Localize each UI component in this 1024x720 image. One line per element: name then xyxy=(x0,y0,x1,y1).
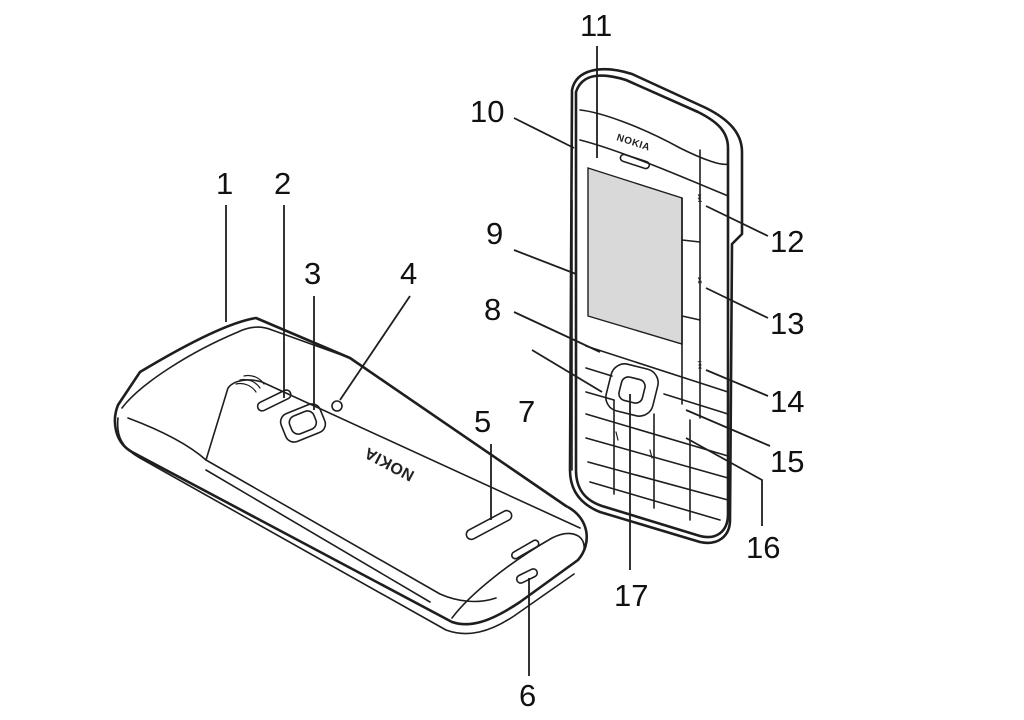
callout-9: 9 xyxy=(486,216,503,251)
play-pause-icon[interactable]: ⏯ xyxy=(694,277,704,284)
back-cover-top xyxy=(121,326,351,409)
callout-7: 7 xyxy=(518,394,535,429)
phone-back-view: NOKIA xyxy=(113,316,588,635)
loudspeaker-grille xyxy=(465,509,513,541)
previous-track-icon[interactable]: ⏮ xyxy=(694,361,704,369)
callout-14: 14 xyxy=(770,384,804,419)
callout-15: 15 xyxy=(770,444,804,479)
callout-3: 3 xyxy=(304,256,321,291)
callout-4: 4 xyxy=(400,256,417,291)
callout-8: 8 xyxy=(484,292,501,327)
callout-2: 2 xyxy=(274,166,291,201)
callout-16: 16 xyxy=(746,530,780,565)
callout-12: 12 xyxy=(770,224,804,259)
callout-13: 13 xyxy=(770,306,804,341)
camera-module xyxy=(279,403,327,443)
callout-5: 5 xyxy=(474,404,491,439)
callout-11: 11 xyxy=(580,8,612,43)
display-screen xyxy=(587,167,683,345)
callout-labels: 1 2 3 4 5 6 7 8 9 10 11 12 13 14 15 16 1… xyxy=(216,8,804,713)
speaker-grille xyxy=(256,389,292,412)
earpiece xyxy=(619,153,651,170)
callout-leaders xyxy=(225,46,771,676)
next-track-icon[interactable]: ⏭ xyxy=(694,194,704,202)
keypad[interactable] xyxy=(585,345,729,521)
side-slot xyxy=(510,539,540,560)
phone-front-view: NOKIA ⏭ ⏯ ⏮ xyxy=(568,67,744,545)
callout-17: 17 xyxy=(614,578,648,613)
callout-1: 1 xyxy=(216,166,233,201)
bottom-end-cap xyxy=(451,532,585,619)
phone-back-side-edge xyxy=(116,417,575,635)
navigation-key[interactable] xyxy=(603,361,661,419)
swoosh-icon xyxy=(235,374,265,393)
callout-6: 6 xyxy=(519,678,536,713)
flash-icon xyxy=(331,400,343,412)
callout-10: 10 xyxy=(470,94,504,129)
